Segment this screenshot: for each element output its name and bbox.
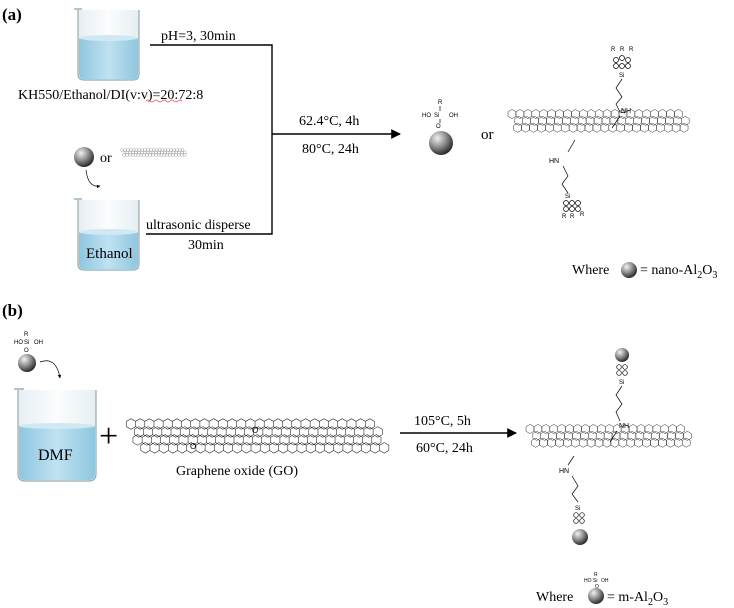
svg-text:R: R: [580, 212, 585, 218]
legend-b: R HO Si OH O Where = m-Al2O3: [536, 572, 668, 608]
or-word-right: or: [481, 127, 494, 143]
svg-text:Si: Si: [593, 578, 597, 584]
svg-text:Si: Si: [434, 113, 439, 119]
step2-condition: ultrasonic disperse: [146, 218, 251, 233]
svg-text:R: R: [611, 47, 616, 53]
svg-text:O: O: [595, 584, 599, 590]
curved-arrow-icon: [85, 169, 101, 189]
svg-text:OH: OH: [34, 340, 43, 346]
svg-text:O: O: [190, 442, 196, 451]
svg-text:Si: Si: [24, 340, 29, 346]
honeycomb-lattice: [120, 148, 187, 157]
or-word-left: or: [100, 151, 112, 166]
beaker-dmf: [14, 388, 97, 482]
svg-text:Where: Where: [536, 590, 573, 605]
svg-text:O: O: [24, 348, 29, 354]
solution1-label: KH550/Ethanol/DI(v:v)=20:72:8: [18, 88, 203, 103]
beaker-kh550: [74, 8, 140, 81]
honeycomb-lattice: [126, 418, 390, 454]
beaker-ethanol: [74, 198, 140, 271]
upper-silane-chain-a: R R R Si NH: [611, 47, 634, 129]
al2o3-sphere-icon: [74, 147, 94, 167]
modified-sphere-product: R HO Si OH O: [422, 100, 458, 155]
graphene-oxide-sheet: [126, 418, 390, 454]
curved-arrow-b-icon: [39, 360, 62, 379]
svg-text:= nano-Al2O3: = nano-Al2O3: [640, 263, 717, 281]
svg-text:HN: HN: [559, 468, 569, 475]
svg-text:OH: OH: [449, 113, 458, 119]
reaction-a-condition-2: 80°C, 24h: [302, 142, 359, 157]
svg-text:HO: HO: [14, 340, 23, 346]
svg-text:R: R: [562, 214, 567, 220]
spellcheck-squiggle: [145, 99, 183, 103]
svg-text:R: R: [629, 47, 634, 53]
panel-a-label: (a): [2, 5, 22, 24]
svg-text:Si: Si: [619, 73, 624, 79]
silane-sphere-reagent: R HO Si OH O: [14, 332, 43, 372]
reaction-a-condition-1: 62.4°C, 4h: [299, 114, 359, 129]
svg-text:O: O: [252, 426, 258, 435]
lower-chain-b: HN Si: [559, 455, 588, 545]
legend-a: Where = nano-Al2O3: [572, 262, 717, 281]
svg-text:R: R: [620, 47, 625, 53]
svg-text:Si: Si: [565, 194, 570, 200]
upper-chain-b: Si NH: [609, 348, 629, 443]
svg-text:R: R: [24, 332, 29, 338]
svg-text:HO: HO: [422, 113, 431, 119]
beaker2-label: Ethanol: [86, 246, 133, 262]
reaction-b-condition-1: 105°C, 5h: [414, 414, 471, 429]
reaction-b-condition-2: 60°C, 24h: [416, 441, 473, 456]
step2-time: 30min: [188, 238, 224, 253]
step2-line: [146, 134, 273, 235]
svg-text:OH: OH: [601, 578, 609, 584]
small-graphene-sheet-icon: [120, 148, 187, 157]
go-label: Graphene oxide (GO): [176, 464, 298, 479]
honeycomb-lattice: [507, 109, 690, 133]
svg-text:HO: HO: [584, 578, 592, 584]
svg-text:NH: NH: [619, 423, 629, 430]
honeycomb-lattice: [525, 424, 692, 448]
svg-text:NH: NH: [621, 108, 631, 115]
svg-text:Si: Si: [619, 380, 624, 386]
svg-text:Si: Si: [575, 506, 580, 512]
beaker-dmf-label: DMF: [38, 447, 73, 464]
lower-silane-chain-a: HN Si R R R: [549, 139, 585, 220]
step1-condition: pH=3, 30min: [161, 29, 236, 44]
legend-a-sphere-icon: [621, 262, 637, 278]
svg-text:R: R: [570, 214, 575, 220]
svg-text:O: O: [436, 124, 441, 130]
plus-sign: +: [99, 418, 118, 455]
svg-text:R: R: [438, 100, 443, 106]
svg-text:HN: HN: [549, 158, 559, 165]
epoxide-groups: O O: [190, 426, 258, 451]
svg-text:R: R: [594, 572, 598, 578]
panel-b-label: (b): [2, 301, 23, 320]
legend-b-sphere-icon: [588, 588, 604, 604]
svg-text:Where: Where: [572, 263, 609, 278]
functionalized-graphene-b: [525, 424, 692, 448]
svg-text:= m-Al2O3: = m-Al2O3: [607, 590, 668, 608]
step1-line: [150, 44, 273, 134]
functionalized-graphene-a: [507, 109, 690, 133]
